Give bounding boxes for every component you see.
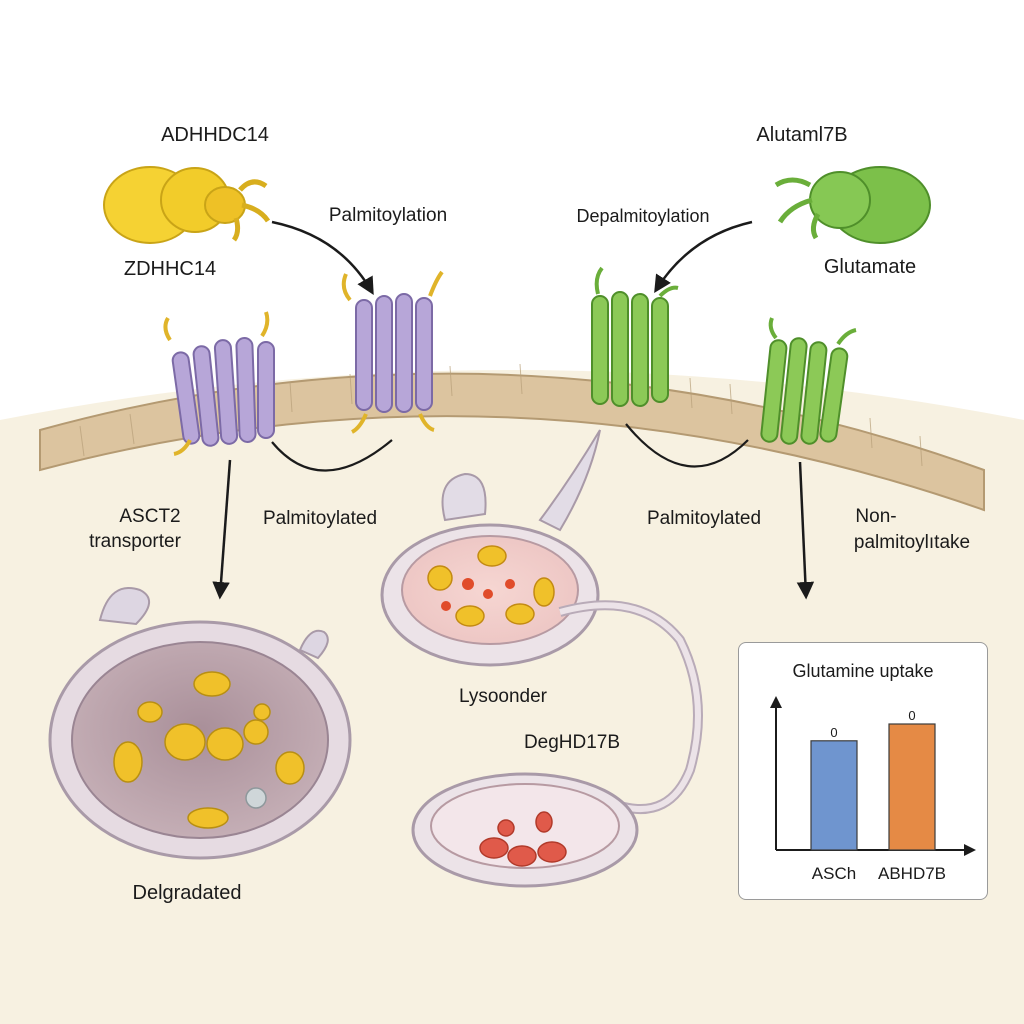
asct2-transporter-purple-2: [341, 270, 444, 434]
palmitoylated-label-left: Palmitoylated: [262, 508, 378, 529]
chart-bar-abhd7b: [888, 723, 936, 851]
chart-category-label-asch: ASCh: [812, 864, 856, 883]
enzyme-label-zdhhc14: ZDHHC14: [123, 258, 217, 280]
chart-data-label-asch: 0: [830, 725, 837, 740]
enzyme-label-glutamate: Glutamate: [823, 256, 917, 278]
palmitoylated-cycle-left: [271, 439, 393, 472]
asct2-transporter-purple-1: [163, 311, 275, 456]
transporter-label-line1: ASCT2: [119, 506, 181, 527]
non-palmitoylated-label-line2: palmitoylıtake: [853, 532, 971, 553]
uptake-arrow: [796, 461, 815, 600]
asct2-transporter-green-2: [760, 317, 857, 445]
palmitoylation-label: Palmitoylation: [328, 205, 448, 226]
chart-category-label-abhd7b: ABHD7B: [878, 864, 946, 883]
chart-title: Glutamine uptake: [792, 661, 934, 681]
chart-bar-asch: [810, 740, 858, 851]
degradation-arrow: [212, 459, 232, 600]
transporter-label-line2: transporter: [89, 531, 181, 552]
palmitoylation-arrow: [271, 220, 374, 296]
lysosome: [380, 429, 601, 667]
degraded-vesicle-label: DegHD17B: [523, 732, 621, 753]
zdhhc14-enzyme: [103, 166, 271, 244]
degraded-label: Delgradated: [132, 882, 242, 904]
cell-membrane: [39, 372, 985, 512]
depalmitoylation-label: Depalmitoylation: [576, 206, 710, 226]
enzyme-label-alutaml7b: Alutaml7B: [756, 124, 848, 146]
palmitoylated-label-right: Palmitoylated: [646, 508, 762, 529]
palmitoylated-cycle-right: [625, 423, 749, 468]
glutamine-uptake-chart-panel: [738, 642, 988, 900]
degradation-lysosome: [48, 587, 352, 860]
degrading-vesicle: [411, 772, 639, 888]
non-palmitoylated-label-line1: Non-: [855, 506, 897, 527]
lysosome-label: Lysoonder: [458, 686, 548, 707]
abhd17b-enzyme: [774, 166, 931, 244]
asct2-transporter-green-1: [591, 266, 679, 407]
chart-data-label-abhd7b: 0: [908, 708, 915, 723]
depalmitoylation-arrow: [654, 220, 753, 293]
enzyme-label-adhhdc14: ADHHDC14: [161, 124, 269, 146]
